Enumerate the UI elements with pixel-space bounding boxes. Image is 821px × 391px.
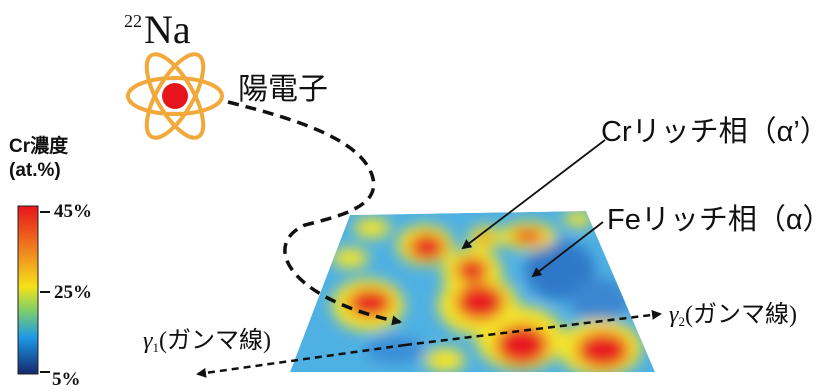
gamma2-symbol: γ (669, 302, 679, 328)
colorbar-tick-mid: 25% (54, 282, 92, 303)
colorbar (17, 205, 50, 375)
atom-icon (126, 52, 224, 140)
isotope-mass: 22 (124, 11, 142, 31)
colorbar-tick-max: 45% (54, 201, 92, 222)
positron-label: 陽電子 (238, 73, 328, 106)
gamma2-text: (ガンマ線) (684, 302, 797, 328)
fe-rich-phase-label: Feリッチ相（α） (607, 204, 821, 236)
gamma1-label: γ1(ガンマ線) (143, 320, 271, 356)
gamma1-subscript: 1 (152, 340, 159, 355)
positron-path (227, 100, 402, 326)
gamma2-subscript: 2 (678, 314, 685, 329)
cr-phase-pointer (461, 139, 606, 250)
gamma2-label: γ2(ガンマ線) (669, 294, 797, 330)
gamma1-arrow (196, 343, 406, 378)
cr-rich-phase-label: Crリッチ相（α’） (601, 116, 821, 148)
colorbar-tick-min: 5% (52, 369, 81, 390)
colorbar-title-line2: (at.%) (9, 159, 61, 181)
nucleus (162, 83, 188, 109)
gamma1-text: (ガンマ線) (158, 328, 271, 354)
fe-phase-pointer (531, 221, 604, 278)
isotope-label: 22Na (124, 10, 191, 50)
gamma2-arrow (404, 310, 662, 347)
gamma1-symbol: γ (143, 328, 153, 354)
isotope-symbol: Na (144, 7, 191, 52)
colorbar-title-line1: Cr濃度 (9, 136, 69, 157)
colorbar-title: Cr濃度 (at.%) (9, 135, 68, 183)
concentration-map (290, 211, 655, 372)
